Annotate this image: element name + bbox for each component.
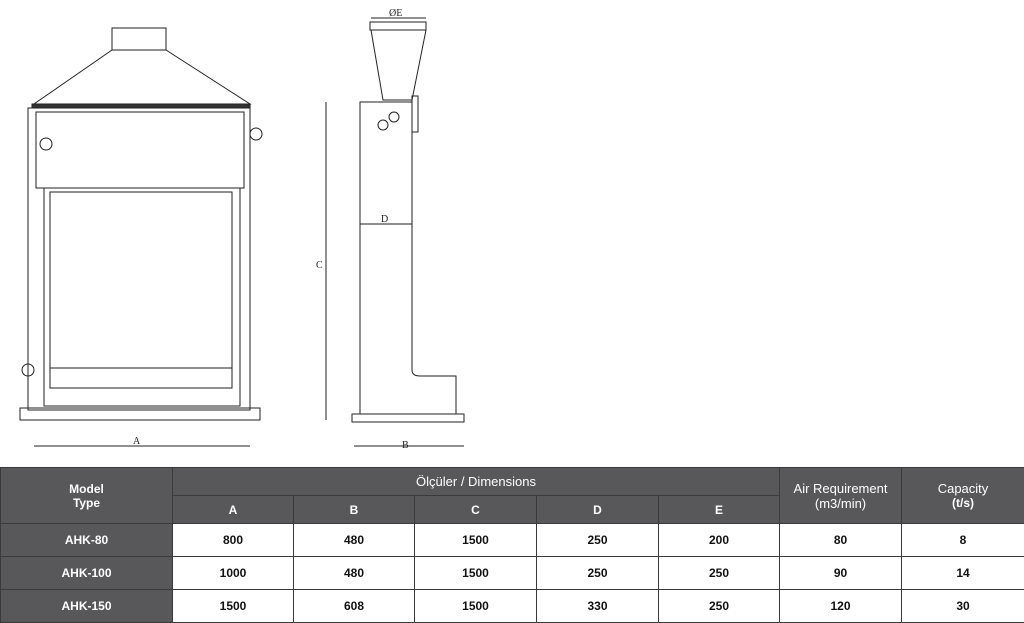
model-cell: AHK-80 xyxy=(0,523,173,557)
column-header-a: A xyxy=(172,495,294,524)
dimension-label-d: D xyxy=(381,214,388,225)
cell-c: 1500 xyxy=(414,556,537,590)
dimension-label-c: C xyxy=(316,260,323,271)
column-header-e: E xyxy=(658,495,780,524)
dimension-label-e: ØE xyxy=(389,8,402,19)
cell-c: 1500 xyxy=(414,589,537,623)
air-requirement-header: Air Requirement(m3/min) xyxy=(779,467,902,524)
cell-c: 1500 xyxy=(414,523,537,557)
cell-air: 120 xyxy=(779,589,902,623)
model-cell: AHK-150 xyxy=(0,589,173,623)
front-view xyxy=(19,27,263,447)
cell-air: 80 xyxy=(779,523,902,557)
table-row: AHK-80 800 480 1500 250 200 80 8 xyxy=(0,523,1024,557)
table-row: AHK-150 1500 608 1500 330 250 120 30 xyxy=(0,589,1024,623)
cell-d: 250 xyxy=(536,523,659,557)
cell-capacity: 14 xyxy=(901,556,1024,590)
cell-b: 480 xyxy=(293,556,415,590)
cell-a: 800 xyxy=(172,523,294,557)
dimension-label-a: A xyxy=(133,436,141,447)
cell-air: 90 xyxy=(779,556,902,590)
column-header-d: D xyxy=(536,495,659,524)
cell-d: 250 xyxy=(536,556,659,590)
cell-e: 250 xyxy=(658,556,780,590)
cell-a: 1000 xyxy=(172,556,294,590)
cell-b: 608 xyxy=(293,589,415,623)
cell-e: 200 xyxy=(658,523,780,557)
capacity-header: Capacity(t/s) xyxy=(901,467,1024,524)
model-cell: AHK-100 xyxy=(0,556,173,590)
dimensions-header: Ölçüler / Dimensions xyxy=(172,467,780,496)
cell-capacity: 30 xyxy=(901,589,1024,623)
cell-a: 1500 xyxy=(172,589,294,623)
column-header-b: B xyxy=(293,495,415,524)
cell-d: 330 xyxy=(536,589,659,623)
table-row: AHK-100 1000 480 1500 250 250 90 14 xyxy=(0,556,1024,590)
dimension-label-b: B xyxy=(402,440,409,451)
side-view xyxy=(325,17,465,447)
cell-e: 250 xyxy=(658,589,780,623)
cell-capacity: 8 xyxy=(901,523,1024,557)
technical-drawing: A ØE C D B xyxy=(19,8,465,451)
column-header-c: C xyxy=(414,495,537,524)
cell-b: 480 xyxy=(293,523,415,557)
